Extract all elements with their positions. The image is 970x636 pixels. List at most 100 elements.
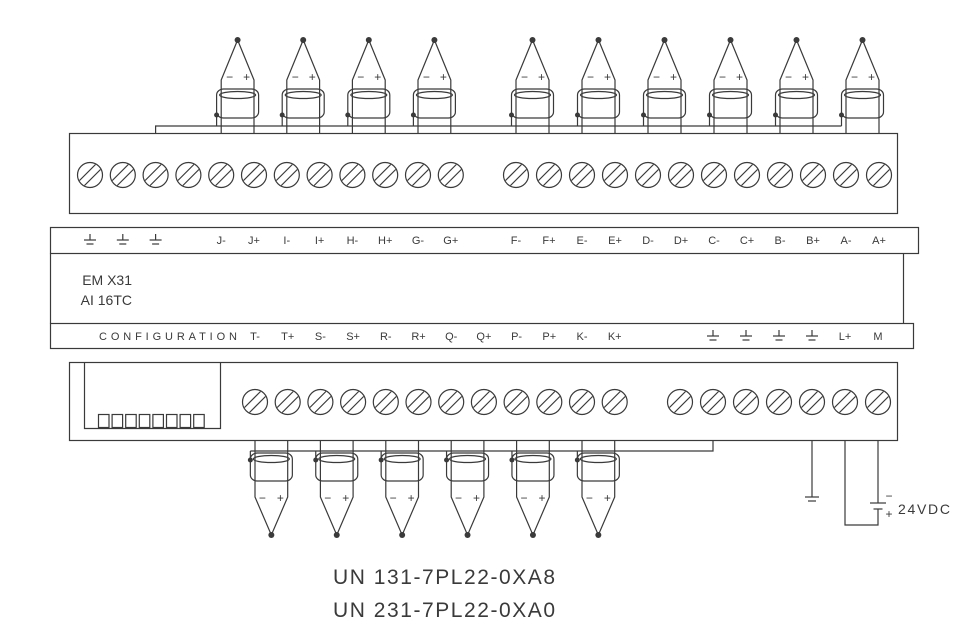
screw-slot — [243, 164, 260, 181]
terminal-screw-icon — [864, 388, 892, 416]
terminal-label: D- — [642, 235, 654, 247]
thermocouple-top: −+ — [345, 37, 391, 133]
cable-shield-icon — [412, 88, 456, 119]
terminal-label: E- — [577, 235, 588, 247]
module-type-label: EM X31 — [82, 272, 132, 288]
polarity-minus-label: − — [390, 491, 397, 505]
terminal-screw-icon — [405, 388, 432, 416]
polarity-minus-label: − — [259, 491, 266, 505]
cable-shield-icon — [347, 88, 391, 119]
junction-dot-icon — [529, 37, 536, 43]
screw-slot — [735, 391, 752, 408]
terminal-label: T+ — [281, 331, 294, 343]
shield-ground-bus — [250, 440, 714, 452]
junction-dot-icon — [378, 457, 384, 463]
screw-slot — [177, 164, 195, 181]
thermocouple-leads — [351, 38, 386, 133]
screw-head — [273, 161, 300, 189]
screw-slot — [281, 396, 299, 413]
supply-plus-label: + — [885, 507, 892, 521]
polarity-minus-label: − — [785, 70, 792, 84]
power-supply-wiring: −+24VDC — [805, 440, 950, 526]
terminal-screw-icon — [798, 388, 826, 416]
screw-slot — [576, 396, 593, 413]
terminal-label: H+ — [378, 235, 392, 247]
terminal-screw-icon — [832, 161, 860, 189]
screw-head — [601, 161, 629, 189]
cable-shield-icon — [708, 88, 753, 119]
terminal-screw-icon — [109, 161, 136, 189]
screw-slot — [707, 396, 724, 413]
screw-head — [699, 388, 727, 416]
screw-head — [240, 161, 268, 189]
junction-dot-icon — [529, 532, 536, 538]
shield-rim — [579, 90, 618, 100]
screw-slot — [374, 391, 392, 408]
thermocouple-top: −+ — [839, 37, 885, 133]
shield-sleeve — [576, 452, 620, 482]
shield-rim — [383, 454, 421, 464]
screw-head — [864, 388, 892, 416]
bottom-label-strip: CONFIGURATION T-T+S-S+R-R+Q-Q+P-P+K-K+L+… — [49, 322, 915, 350]
screw-slot — [374, 164, 392, 181]
screw-slot — [807, 169, 824, 186]
terminal-screw-icon — [438, 388, 465, 416]
screw-slot — [215, 169, 233, 186]
screw-slot — [736, 164, 753, 181]
terminal-label: A+ — [872, 235, 886, 247]
terminal-label: H- — [347, 235, 359, 247]
order-number-1: UN 131-7PL22-0XA8 — [333, 566, 555, 589]
terminal-label: G- — [412, 235, 425, 247]
polarity-plus-label: + — [309, 70, 316, 84]
screw-slot — [407, 164, 424, 181]
cable-shield-icon — [510, 88, 555, 119]
screw-head — [405, 388, 432, 416]
screw-slot — [571, 164, 588, 181]
screw-head — [535, 161, 563, 189]
terminal-screw-icon — [502, 161, 530, 189]
junction-dot-icon — [839, 112, 844, 118]
screw-slot — [543, 396, 561, 413]
terminal-screw-icon — [404, 161, 432, 189]
polarity-minus-label: − — [455, 491, 462, 505]
order-numbers: UN 131-7PL22-0XA8 UN 231-7PL22-0XA0 — [333, 566, 555, 622]
terminal-screw-icon — [142, 161, 169, 189]
shield-rim — [415, 90, 453, 100]
supply-minus-label: − — [885, 489, 892, 503]
terminal-screw-icon — [732, 388, 760, 416]
bottom-terminal-block — [68, 361, 899, 442]
shield-sleeve — [216, 88, 260, 119]
screw-head — [798, 388, 826, 416]
screw-slot — [669, 391, 686, 408]
terminal-label: L+ — [839, 331, 852, 343]
screw-slot — [868, 164, 885, 181]
shield-sleeve — [576, 88, 621, 119]
screw-slot — [576, 169, 593, 186]
screw-slot — [309, 391, 327, 408]
screw-head — [502, 161, 530, 189]
terminal-label: B- — [775, 235, 786, 247]
shield-sleeve — [412, 88, 456, 119]
terminal-screw-icon — [470, 388, 497, 416]
screw-head — [340, 388, 367, 416]
junction-dot-icon — [595, 37, 602, 43]
polarity-minus-label: − — [292, 70, 299, 84]
polarity-minus-label: − — [520, 491, 527, 505]
thermocouple-leads — [220, 38, 255, 133]
screw-head — [667, 161, 695, 189]
terminal-screw-icon — [699, 388, 727, 416]
ground-icon — [707, 330, 719, 341]
thermocouple-bottom: −+ — [378, 440, 424, 538]
polarity-minus-label: − — [226, 70, 233, 84]
screw-head — [306, 161, 333, 189]
polarity-plus-label: + — [408, 491, 415, 505]
terminal-screw-icon — [535, 161, 563, 189]
cable-shield-icon — [576, 88, 621, 119]
thermocouple-leads — [417, 38, 452, 133]
screw-head — [666, 388, 694, 416]
screw-slot — [472, 391, 490, 408]
thermocouple-leads — [385, 440, 420, 537]
terminal-screw-icon — [437, 161, 464, 189]
screw-slot — [642, 169, 659, 186]
